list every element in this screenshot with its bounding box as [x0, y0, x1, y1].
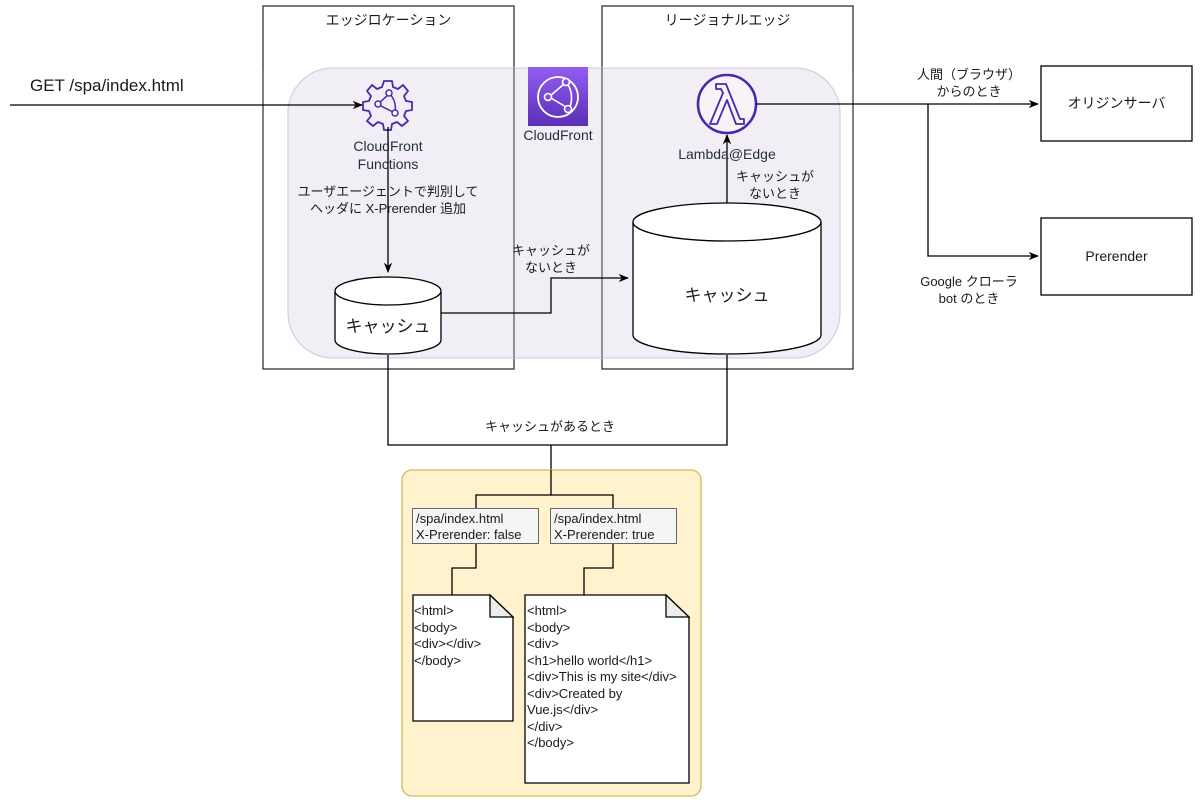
cache-hit-connector	[387, 355, 728, 446]
cache-entry-key: /spa/index.html X-Prerender: false	[412, 508, 539, 544]
lambda-edge-label: Lambda@Edge	[678, 146, 776, 162]
prerender-box	[1040, 217, 1193, 296]
bot-label: Google クローラ bot のとき	[920, 274, 1018, 306]
cloudfront-functions-icon	[362, 80, 413, 131]
cache-store-branch	[551, 494, 614, 508]
human-label: 人間（ブラウザ） からのとき	[916, 67, 1021, 99]
edge-location-title: エッジロケーション	[325, 12, 452, 28]
regional-edge-title: リージョナルエッジ	[664, 12, 791, 28]
cache-store-branch	[475, 470, 552, 508]
cloudfront-functions-note: ユーザエージェントで判別して ヘッダに X-Prerender 追加	[297, 184, 479, 216]
lambda-to-prerender-arrow	[927, 104, 1040, 261]
document-false	[412, 593, 515, 722]
lambda-edge-icon	[696, 73, 758, 135]
edge-to-regional-label: キャッシュが ないとき	[511, 243, 590, 275]
document-true	[524, 593, 691, 784]
cache-entry-document: <html> <body> <div></div> </body>	[414, 603, 482, 668]
edge-cache-cylinder	[334, 276, 442, 355]
edge-cache-label: キャッシュ	[345, 317, 431, 336]
request-label: GET /spa/index.html	[30, 76, 184, 95]
regional-to-lambda-label: キャッシュが ないとき	[735, 169, 814, 201]
edge-to-regional-arrow	[441, 273, 630, 314]
cache-entry-document: <html> <body> <div> <h1>hello world</h1>…	[527, 603, 677, 750]
prerender-label: Prerender	[1085, 248, 1148, 264]
cloudfront-label: CloudFront	[523, 127, 593, 143]
cache-entry-key: /spa/index.html X-Prerender: true	[550, 508, 677, 544]
regional-cache-cylinder	[632, 202, 822, 355]
origin-server-label: オリジンサーバ	[1067, 95, 1166, 111]
regional-cache-label: キャッシュ	[684, 286, 770, 305]
cloudfront-functions-label: CloudFront Functions	[353, 138, 423, 172]
entry-to-doc-connector	[451, 544, 477, 595]
origin-server-box	[1040, 65, 1193, 142]
cloudfront-icon	[528, 67, 588, 126]
cache-hit-label: キャッシュがあるとき	[484, 419, 615, 434]
entry-to-doc-connector	[583, 544, 614, 595]
